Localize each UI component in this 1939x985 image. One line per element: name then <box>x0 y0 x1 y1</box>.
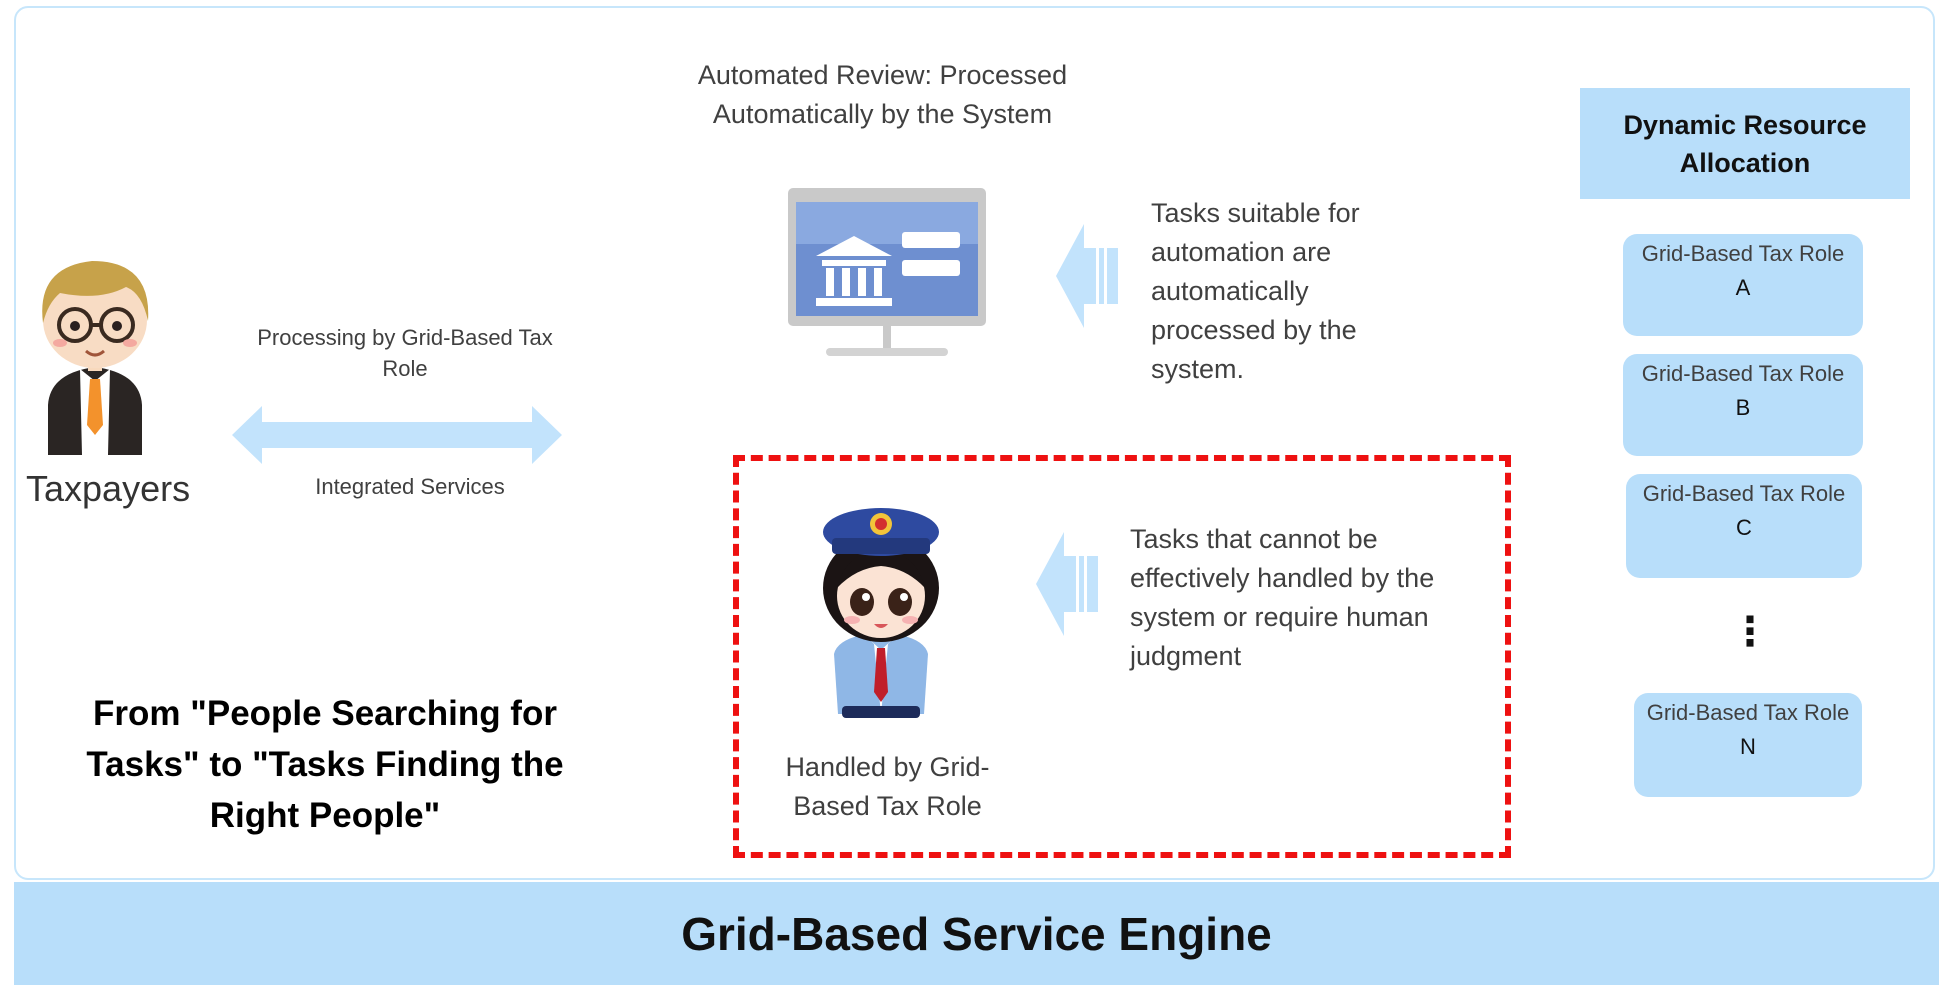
role-card-n: Grid-Based Tax Role N <box>1634 693 1862 797</box>
role-name: Grid-Based Tax Role <box>1646 700 1850 725</box>
role-letter: N <box>1740 734 1756 759</box>
tagline: From "People Searching for Tasks" to "Ta… <box>86 694 564 835</box>
role-name: Grid-Based Tax Role <box>1641 361 1845 386</box>
handled-by-label: Handled by Grid-Based Tax Role <box>785 752 990 821</box>
arrow-left-icon <box>1036 532 1098 636</box>
role-card-c: Grid-Based Tax Role C <box>1626 474 1862 578</box>
taxpayers-label: Taxpayers <box>26 468 191 509</box>
double-arrow-icon <box>232 406 562 464</box>
role-card-b: Grid-Based Tax Role B <box>1623 354 1863 456</box>
automated-review-label: Automated Review: Processed Automaticall… <box>697 60 1068 129</box>
service-engine-bar: Grid-Based Service Engine <box>14 882 1939 985</box>
human-tasks-label: Tasks that cannot be effectively handled… <box>1130 524 1435 671</box>
taxpayer-avatar-icon <box>42 261 149 455</box>
engine-title: Grid-Based Service Engine <box>681 907 1272 960</box>
role-name: Grid-Based Tax Role <box>1642 481 1846 506</box>
manual-handling-box <box>733 455 1511 858</box>
role-letter: B <box>1735 395 1751 420</box>
dynamic-allocation-header: Dynamic Resource Allocation <box>1580 88 1910 199</box>
processing-label: Processing by Grid-Based Tax Role <box>257 325 553 381</box>
tax-officer-icon <box>823 508 939 718</box>
diagram-frame <box>14 6 1935 880</box>
arrow-left-icon <box>1056 224 1118 328</box>
role-card-a: Grid-Based Tax Role A <box>1623 234 1863 336</box>
role-name: Grid-Based Tax Role <box>1641 241 1845 266</box>
computer-icon <box>788 188 986 356</box>
more-roles-ellipsis: ⋮ <box>1730 610 1770 654</box>
automation-tasks-label: Tasks suitable for automation are automa… <box>1151 198 1360 384</box>
integrated-services-label: Integrated Services <box>315 474 505 499</box>
role-letter: A <box>1735 275 1751 300</box>
role-letter: C <box>1736 515 1752 540</box>
